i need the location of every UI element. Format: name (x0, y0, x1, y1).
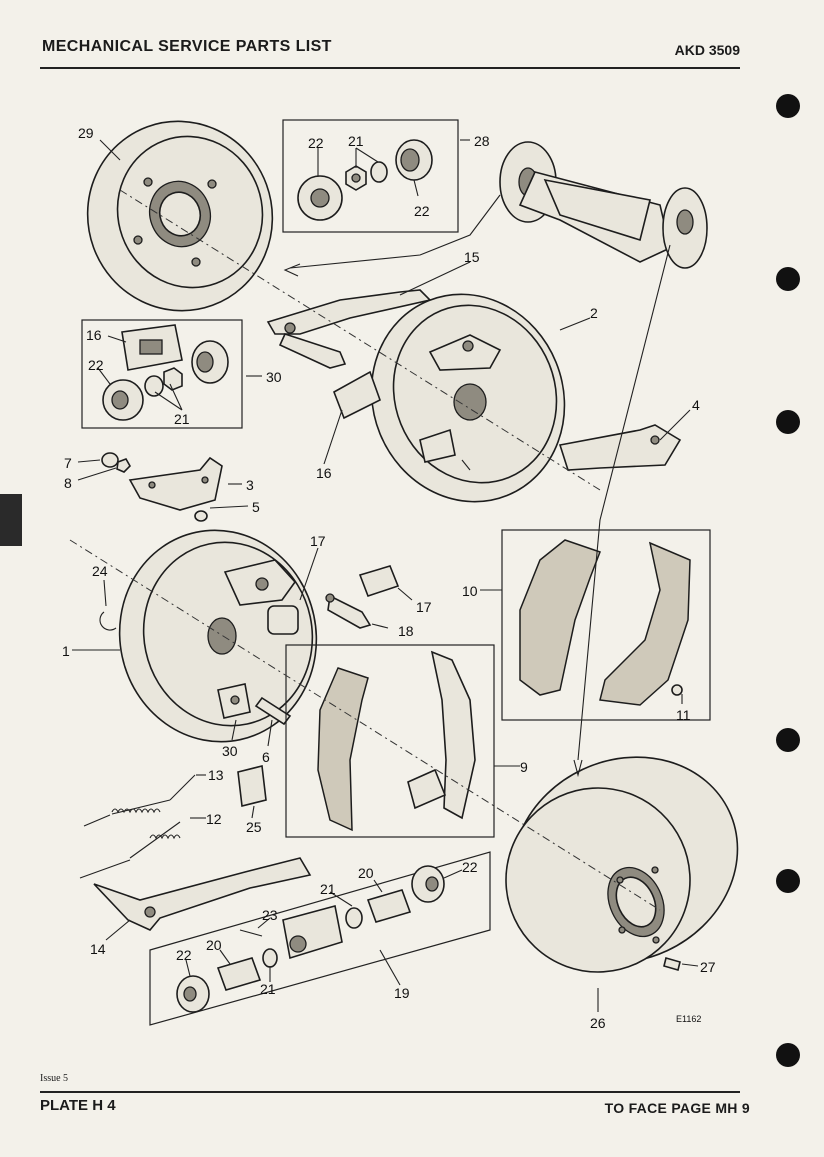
callout-1: 1 (62, 643, 70, 659)
callout-30b: 30 (222, 743, 238, 759)
footer-rule (40, 1091, 740, 1093)
binder-hole-4 (776, 728, 800, 752)
callout-10: 10 (462, 583, 478, 599)
binder-hole-3 (776, 410, 800, 434)
callout-16b: 16 (316, 465, 332, 481)
binder-hole-1 (776, 94, 800, 118)
callout-29: 29 (78, 125, 94, 141)
callout-21c: 21 (320, 881, 336, 897)
callout-30a: 30 (266, 369, 282, 385)
callout-2: 2 (590, 305, 598, 321)
bracket-4 (558, 424, 682, 471)
face-page-label: TO FACE PAGE MH 9 (604, 1100, 750, 1116)
guide-line-axle-drum (577, 244, 671, 761)
brake-drum-26 (505, 756, 739, 973)
centre-line-lower (69, 539, 661, 911)
callout-3: 3 (246, 477, 254, 493)
index-tab (0, 494, 22, 546)
back-plate-2 (370, 293, 566, 503)
callout-7: 7 (64, 455, 72, 471)
back-plate-1 (118, 529, 318, 743)
header-rule (40, 67, 740, 69)
binder-hole-6 (776, 1043, 800, 1067)
callout-9: 9 (520, 759, 528, 775)
callout-21a: 21 (348, 133, 364, 149)
adjuster-parts-17-18 (325, 565, 400, 629)
callout-13: 13 (208, 767, 224, 783)
bolt-6 (254, 696, 292, 726)
binder-hole-2 (776, 267, 800, 291)
screw-11 (671, 684, 683, 696)
callout-20b: 20 (206, 937, 222, 953)
gasket-25 (237, 765, 267, 807)
kit-box-30-top (81, 319, 243, 429)
callout-26: 26 (590, 1015, 606, 1031)
callout-14: 14 (90, 941, 106, 957)
callout-21b: 21 (174, 411, 190, 427)
callout-22a: 22 (308, 135, 324, 151)
callout-18: 18 (398, 623, 414, 639)
callout-5: 5 (252, 499, 260, 515)
callout-17a: 17 (310, 533, 326, 549)
plate-label: PLATE H 4 (40, 1097, 116, 1114)
callout-17b: 17 (416, 599, 432, 615)
clip-24 (99, 611, 117, 631)
callout-15: 15 (464, 249, 480, 265)
brake-linings-box-10 (501, 529, 711, 721)
callout-23: 23 (262, 907, 278, 923)
callout-4: 4 (692, 397, 700, 413)
callout-22e: 22 (176, 947, 192, 963)
small-parts-3-5-7-8 (101, 452, 223, 522)
callout-22c: 22 (88, 357, 104, 373)
document-code: AKD 3509 (674, 42, 740, 58)
callout-25: 25 (246, 819, 262, 835)
callout-8: 8 (64, 475, 72, 491)
callout-27: 27 (700, 959, 716, 975)
issue-note: Issue 5 (40, 1073, 69, 1084)
centre-line-upper (119, 189, 601, 491)
callout-6: 6 (262, 749, 270, 765)
callout-21d: 21 (260, 981, 276, 997)
callout-24: 24 (92, 563, 108, 579)
wheel-cylinder-box-19 (149, 851, 491, 1026)
callout-22b: 22 (414, 203, 430, 219)
callout-12: 12 (206, 811, 222, 827)
lever-14 (93, 857, 312, 931)
binder-hole-5 (776, 869, 800, 893)
callout-11: 11 (676, 707, 691, 723)
callout-16a: 16 (86, 327, 102, 343)
callout-22d: 22 (462, 859, 478, 875)
page-title: MECHANICAL SERVICE PARTS LIST (42, 38, 332, 55)
kit-box-28 (282, 119, 459, 233)
callout-28: 28 (474, 133, 490, 149)
callout-labels: 29 28 22 21 22 15 2 4 16 22 21 30 16 7 8… (62, 125, 716, 1031)
brake-drum-29 (86, 120, 274, 312)
rear-axle-assembly (283, 141, 708, 277)
callout-20a: 20 (358, 865, 374, 881)
leader-lines (72, 139, 699, 1012)
callout-19: 19 (394, 985, 410, 1001)
drawing-ref: E1162 (676, 1014, 701, 1024)
dust-cover-16 (333, 370, 381, 420)
brake-shoes-box-9 (285, 644, 495, 838)
screw-27 (663, 957, 681, 971)
pull-off-springs-12-13 (79, 774, 196, 879)
guide-arrow-head (573, 759, 583, 778)
